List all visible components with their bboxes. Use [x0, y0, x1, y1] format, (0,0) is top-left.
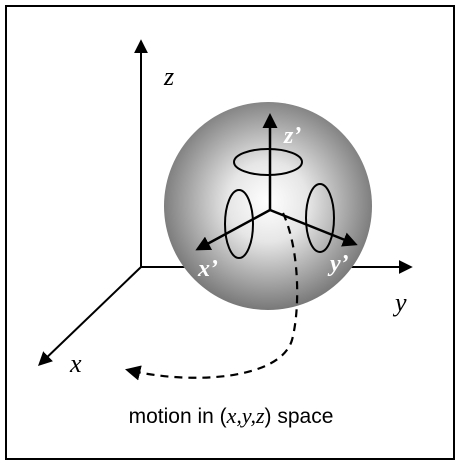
caption-suffix: ) space: [265, 405, 334, 428]
x-axis-line: [37, 266, 142, 366]
x-prime-label: x’: [197, 256, 218, 282]
y-prime-label: y’: [327, 251, 349, 277]
z-prime-label: z’: [283, 123, 301, 149]
sphere: [164, 102, 372, 310]
y-prime-ring: [305, 183, 335, 253]
caption-variables: x,y,z: [226, 403, 265, 428]
diagram-frame: [5, 5, 455, 460]
caption-prefix: motion in (: [129, 405, 227, 428]
motion-path: [125, 212, 299, 381]
x-prime-ring: [224, 189, 254, 259]
y-axis-label: y: [392, 288, 407, 317]
body-axes: [195, 113, 358, 259]
x-axis-label: x: [69, 349, 82, 378]
x-prime-axis-line: [195, 208, 271, 251]
caption: motion in (x,y,z) space: [129, 403, 334, 428]
z-prime-ring: [233, 148, 303, 176]
z-axis-label: z: [163, 62, 174, 91]
